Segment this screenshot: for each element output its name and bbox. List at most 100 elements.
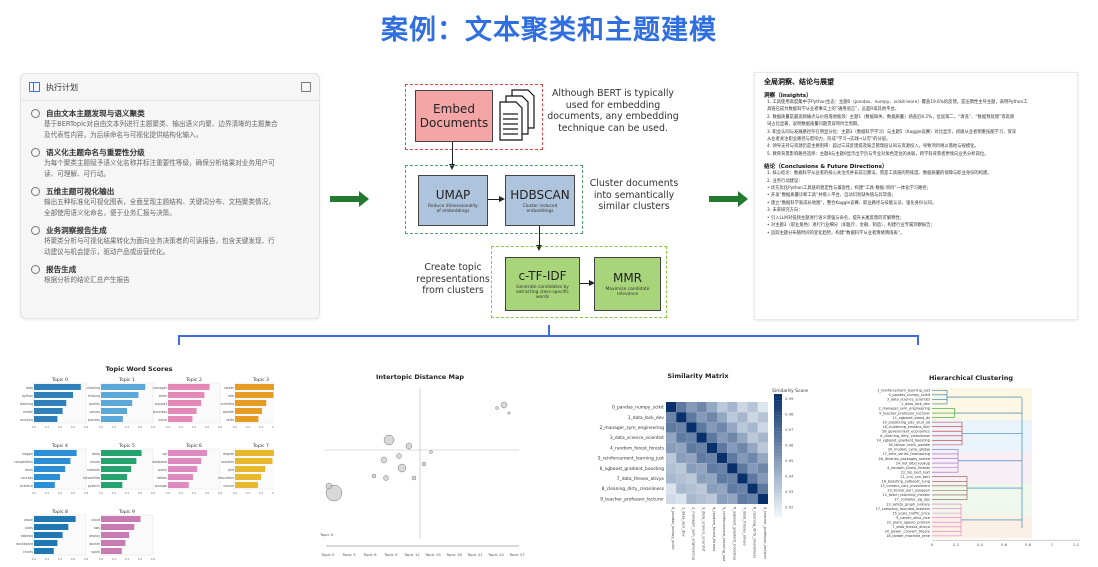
word-score-bar bbox=[168, 482, 189, 488]
arrow-hdbscan-to-ctfidf bbox=[534, 226, 544, 251]
word-label: value bbox=[158, 418, 167, 422]
report-paragraph: 5. 教育背景影响路径选择：主题8与主题9显示出学历与专业对角色定位的关联，跨学… bbox=[767, 151, 989, 157]
column-label: 2_manager_sym_engineering bbox=[692, 507, 696, 560]
x-tick-label: 0.6 bbox=[205, 425, 210, 429]
word-score-bar bbox=[101, 466, 132, 472]
leaf-label: 4_random_forest_forests bbox=[887, 466, 930, 470]
similarity-cell bbox=[747, 453, 758, 464]
execution-plan-panel: 执行计划 自由文本主题发现与语义聚类基于BERTopic对自由文本列进行主题聚类… bbox=[20, 73, 320, 319]
colorbar-segment bbox=[774, 487, 782, 491]
row-label: 4_random_forest_forests bbox=[610, 445, 665, 451]
x-tick-label: 0.2 bbox=[179, 491, 184, 495]
report-paragraph: 具链已成为数据科学从业者事实上的“通用语言”，远超R或其他平台。 bbox=[767, 107, 900, 113]
row-label: 1_data_lack_dev bbox=[628, 415, 665, 421]
x-tick-label: 0.8 bbox=[218, 491, 223, 495]
leaf-label: 26_libraries_packages_sorted bbox=[878, 457, 930, 461]
word-score-bar bbox=[34, 408, 63, 414]
similarity-cell bbox=[676, 473, 687, 484]
word-label: masters bbox=[221, 460, 234, 464]
similarity-cell bbox=[686, 483, 697, 494]
word-label: docker bbox=[89, 542, 100, 546]
leaf-label: 1_reinforcement_learning_just bbox=[877, 389, 930, 393]
slider-tick-label: Topic 15 bbox=[424, 552, 441, 557]
topic-bubble bbox=[371, 473, 377, 479]
word-label: skills bbox=[226, 418, 234, 422]
slider-tick-label: Topic 24 bbox=[487, 552, 504, 557]
similarity-cell bbox=[737, 422, 748, 433]
similarity-cell bbox=[717, 473, 728, 484]
similarity-cell bbox=[727, 473, 738, 484]
word-score-bar bbox=[101, 392, 139, 398]
row-label: 5_reinforcement_learning_just bbox=[598, 456, 665, 462]
colorbar-segment bbox=[774, 394, 782, 398]
report-paragraph: 1. 核心结论：数据科学从业者的核心关注点并非前沿算法，而是工具链的熟练度、数据… bbox=[767, 171, 992, 177]
x-tick-label: 0.4 bbox=[192, 425, 197, 429]
leaf-band bbox=[932, 451, 1032, 457]
topic-panel-title: Topic 2 bbox=[185, 377, 202, 383]
column-label: 7_data_theses_ativyo bbox=[743, 507, 747, 546]
word-score-bar bbox=[101, 408, 127, 414]
colorbar-segment bbox=[774, 471, 782, 475]
word-label: growth bbox=[223, 410, 234, 414]
x-tick-label: 0.8 bbox=[151, 491, 156, 495]
bracket-left bbox=[178, 335, 180, 345]
leaf-band bbox=[932, 442, 1032, 448]
leaf-label: 18_boosting_catboost_sung bbox=[882, 480, 930, 484]
leaf-label: 9_career_ultra_vice bbox=[896, 516, 930, 520]
similarity-cell bbox=[747, 422, 758, 433]
colorbar-segment bbox=[774, 446, 782, 450]
plan-step-title: 语义化主题命名与重要性分级 bbox=[31, 146, 311, 158]
colorbar-tick: 0.99 bbox=[785, 396, 794, 401]
topic-bubble bbox=[507, 411, 511, 415]
leaf-band bbox=[932, 501, 1032, 507]
report-paragraph: 4. 领导支持与资源仍是主要阻碍：超过三成反馈提及缺乏管理层认同与资源投入，导致… bbox=[767, 144, 979, 150]
similarity-cell bbox=[676, 432, 687, 443]
word-label: career bbox=[224, 386, 235, 390]
x-tick-label: 0.0 bbox=[166, 491, 171, 495]
topic-panel-title: Topic 1 bbox=[118, 377, 135, 383]
plan-step-desc: 读、可理解、可行动。 bbox=[44, 170, 110, 178]
word-score-bar bbox=[34, 532, 63, 538]
leaf-label: 11_xgboost_boost_ds bbox=[893, 416, 931, 420]
topic-panel-title: Topic 3 bbox=[252, 377, 269, 383]
similarity-cell bbox=[696, 432, 707, 443]
column-label: 1_data_lack_dev bbox=[681, 507, 685, 538]
column-label: 5_reinforcement_learning_just bbox=[722, 507, 726, 561]
word-score-bar bbox=[235, 458, 273, 464]
word-score-bar bbox=[101, 482, 123, 488]
plan-step-title: 业务洞察报告生成 bbox=[31, 224, 311, 236]
x-tick-label: 0.8 bbox=[84, 425, 89, 429]
leaf-label: 1_data_lack_dev bbox=[901, 402, 930, 406]
similarity-cell bbox=[757, 412, 768, 423]
copy-icon[interactable] bbox=[301, 82, 311, 92]
word-label: competition bbox=[14, 460, 33, 464]
word-score-bar bbox=[235, 474, 261, 480]
check-circle-icon bbox=[31, 108, 40, 118]
word-label: learning bbox=[20, 402, 33, 406]
x-tick-label: 0.2 bbox=[246, 491, 251, 495]
leaf-band bbox=[932, 419, 1032, 425]
word-score-bar bbox=[34, 474, 60, 480]
word-label: quality bbox=[89, 402, 100, 406]
word-score-bar bbox=[168, 450, 207, 456]
word-label: spark bbox=[91, 550, 100, 554]
word-label: values bbox=[90, 410, 101, 414]
leaf-label: 20_models_cycle_global bbox=[888, 448, 930, 452]
topic-bubble bbox=[383, 475, 389, 481]
plan-step-title-text: 自由文本主题发现与语义聚类 bbox=[46, 108, 145, 118]
colorbar-segment bbox=[774, 418, 782, 422]
similarity-cell bbox=[676, 412, 687, 423]
report-paragraph: 词占比显著，说明数据质量问题贯穿项目全周期。 bbox=[767, 122, 862, 128]
word-score-bar bbox=[34, 392, 73, 398]
similarity-cell bbox=[757, 422, 768, 433]
similarity-cell bbox=[717, 422, 728, 433]
x-tick-label: 0.2 bbox=[45, 557, 50, 561]
leaf-band bbox=[932, 506, 1032, 511]
similarity-cell bbox=[737, 442, 748, 453]
x-tick-label: 0.4 bbox=[58, 491, 63, 495]
insights-report: 全局洞察、结论与展望 洞察（Insights）1. 工具使用高度集中于Pytho… bbox=[754, 72, 1078, 320]
report-section-heading: 洞察（Insights） bbox=[764, 93, 812, 99]
leaf-band bbox=[932, 438, 1032, 443]
